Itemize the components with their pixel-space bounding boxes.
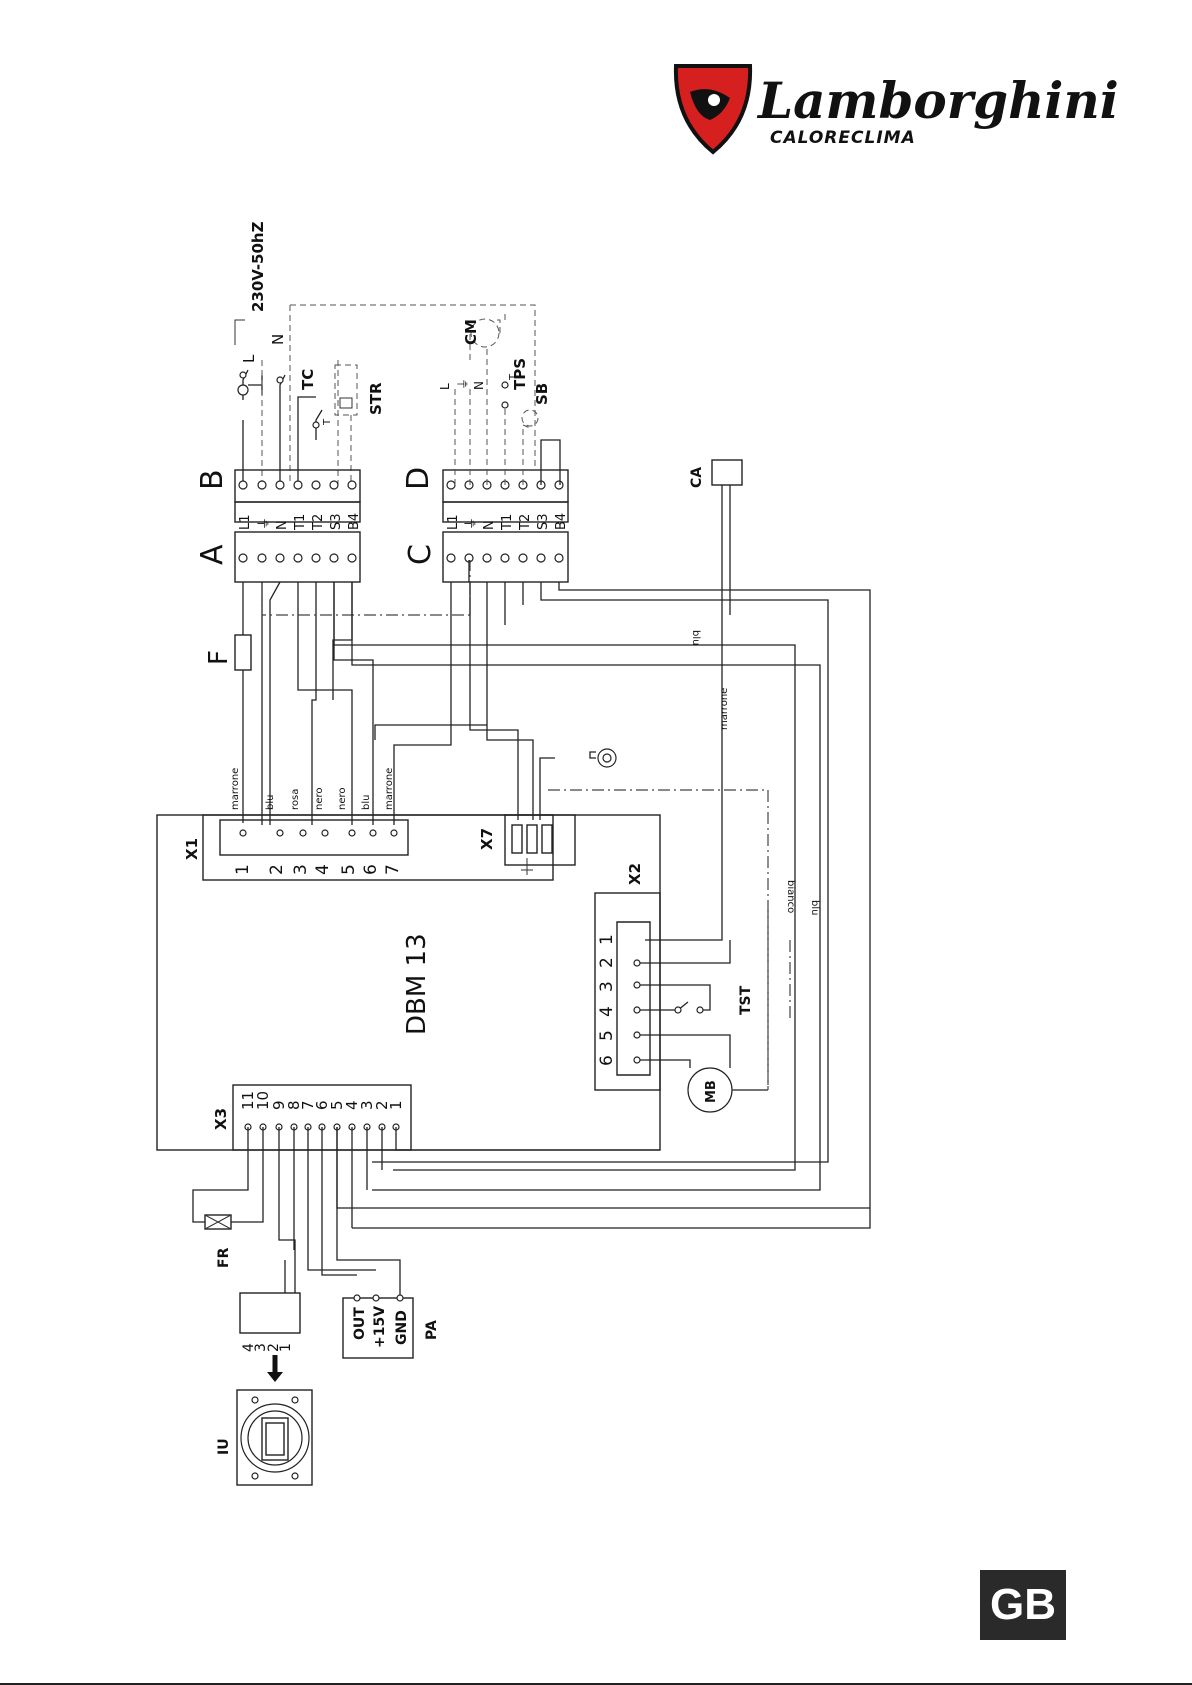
pin-t2-label: T2	[311, 514, 326, 531]
str-label: STR	[367, 382, 385, 415]
x1-pin-7: 7	[383, 864, 403, 875]
x2-pin-4: 4	[597, 1006, 617, 1017]
x1-pin-3: 3	[291, 864, 311, 875]
x2-pin-3: 3	[597, 981, 617, 992]
x1-pin-6: 6	[361, 864, 381, 875]
brand-logo: Lamborghini CALORECLIMA	[676, 66, 1119, 152]
sb-icon	[522, 410, 538, 426]
pin-d-t2-label: T2	[518, 514, 533, 531]
x2-pin-6: 6	[597, 1055, 617, 1066]
pa-pin-gnd: GND	[394, 1310, 410, 1345]
power-supply-label: 230V-50hZ	[249, 221, 267, 312]
iu-connector	[240, 1293, 300, 1333]
x2-label: X2	[626, 863, 644, 885]
x1-pin-1: 1	[233, 864, 253, 875]
pa-pin-15v: +15V	[372, 1306, 388, 1348]
pin-n-label: N	[275, 520, 290, 530]
x3-pin-1: 1	[387, 1100, 405, 1110]
x1-wire-color-2: blu	[265, 795, 276, 810]
x1-wire-color-5: nero	[337, 788, 348, 811]
language-badge: GB	[980, 1570, 1066, 1640]
wire-label-blu-top: blu	[690, 630, 701, 645]
pin-s3-label: S3	[329, 513, 344, 530]
tc-pin-label: T	[322, 418, 333, 426]
x1-wire-color-3: rosa	[290, 789, 301, 810]
pin-earth-label: ⏚	[257, 517, 272, 530]
pin-b4-label: B4	[347, 513, 362, 530]
pin-d-earth-label: ⏚	[464, 517, 479, 530]
block-b-label: B	[195, 469, 230, 490]
block-a-label: A	[195, 544, 230, 565]
sb-label: SB	[533, 383, 551, 405]
wire-label-marrone-ca: marrone	[719, 688, 730, 730]
pa-pin-out: OUT	[352, 1307, 368, 1340]
iu-label: IU	[216, 1438, 232, 1455]
x1-pin-4: 4	[313, 864, 333, 875]
x1-pin-5: 5	[339, 864, 359, 875]
x7-connector	[505, 815, 575, 865]
x1-wire-color-4: nero	[314, 788, 325, 811]
ca-label: CA	[689, 467, 705, 488]
cm-pin-n-label: N	[472, 381, 486, 390]
mains-n-label: N	[269, 334, 287, 345]
wire-label-blu-x2: blu	[809, 900, 820, 915]
pa-label: PA	[424, 1320, 440, 1340]
cm-pin-l-label: L	[438, 383, 452, 390]
x2-pin-2: 2	[597, 957, 617, 968]
tps-label: TPS	[511, 358, 529, 390]
x3-label: X3	[212, 1108, 230, 1130]
tc-label: TC	[299, 369, 317, 390]
pin-t1-label: T1	[293, 514, 308, 531]
x1-wire-color-7: marrone	[384, 768, 395, 810]
fuse-icon	[235, 635, 251, 670]
x2-pin-1: 1	[597, 934, 617, 945]
mb-label: MB	[704, 1080, 719, 1103]
ca-sensor	[712, 460, 742, 485]
brand-subtitle: CALORECLIMA	[770, 128, 916, 148]
fr-label: FR	[216, 1247, 232, 1268]
mains-l-label: L	[240, 354, 258, 363]
iu-pin-1: 1	[278, 1343, 294, 1352]
x1-wire-color-1: marrone	[230, 768, 241, 810]
block-c-label: C	[403, 544, 438, 565]
pin-l1-label: L1	[238, 514, 253, 530]
x2-pin-5: 5	[597, 1030, 617, 1041]
pin-d-b4-label: B4	[554, 513, 569, 530]
pin-d-s3-label: S3	[536, 513, 551, 530]
pin-d-l1-label: L1	[446, 514, 461, 530]
x1-pin-2: 2	[267, 864, 287, 875]
tst-label: TST	[738, 985, 754, 1015]
x1-wire-color-6: blu	[361, 795, 372, 810]
wire-label-bianco: bianco	[785, 880, 796, 913]
cm-pin-earth-label: ⏚	[456, 378, 470, 390]
brand-name: Lamborghini	[756, 71, 1119, 130]
fuse-label: F	[204, 650, 234, 665]
x7-label: X7	[478, 828, 496, 850]
x1-label: X1	[183, 838, 201, 860]
board-label: DBM 13	[402, 933, 432, 1035]
block-d-label: D	[401, 467, 436, 490]
pin-d-t1-label: T1	[500, 514, 515, 531]
cm-label: CM	[462, 319, 480, 345]
pin-d-n-label: N	[482, 520, 497, 530]
